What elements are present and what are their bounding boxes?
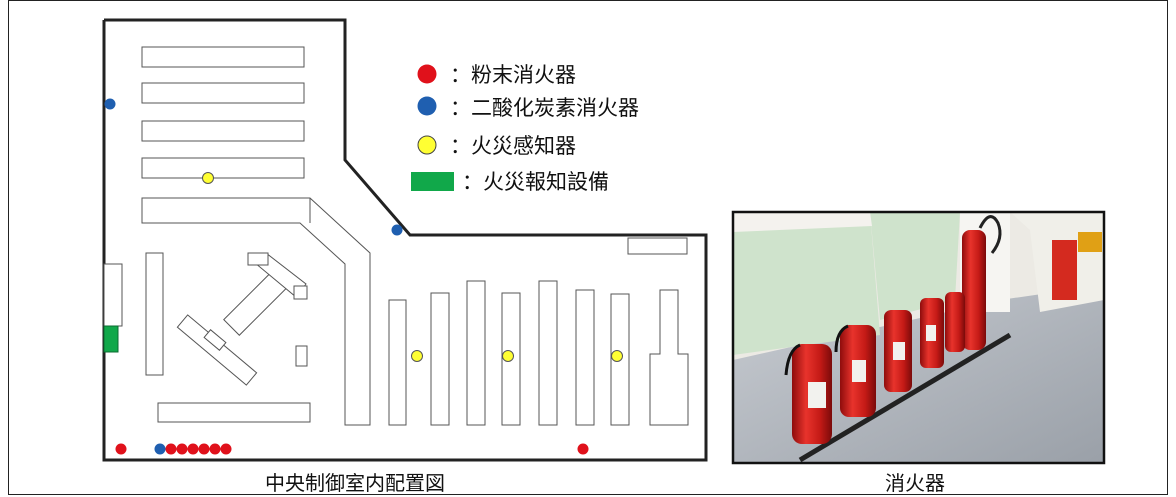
room-outline <box>102 18 708 462</box>
fire-detector-icon <box>611 350 623 362</box>
rotated-consoles <box>176 252 308 386</box>
legend-label-alarm: ：火災報知設備 <box>462 170 609 194</box>
legend-label-powder: ：粉末消火器 <box>450 63 576 87</box>
rack <box>388 299 407 426</box>
legend: ：粉末消火器 ：二酸化炭素消火器 ：火災感知器 ：火災報知設備 <box>411 63 639 194</box>
powder-extinguisher-icon <box>115 443 127 455</box>
rack <box>466 280 486 426</box>
yellow-circle-icon <box>417 135 437 155</box>
powder-extinguisher-icon <box>220 443 232 455</box>
co2-extinguisher-icon <box>154 443 166 455</box>
rack <box>538 280 558 426</box>
console <box>295 345 308 367</box>
fire-detector-icon <box>502 350 514 362</box>
powder-extinguisher-icon <box>198 443 210 455</box>
console <box>293 285 308 300</box>
co2-extinguishers <box>104 98 403 455</box>
co2-extinguisher-icon <box>104 98 116 110</box>
figure-frame <box>8 0 1168 495</box>
wall-panel <box>103 263 123 327</box>
red-circle-icon <box>417 64 437 84</box>
fire-detectors <box>202 172 623 362</box>
blue-circle-icon <box>417 96 437 116</box>
powder-extinguisher-icon <box>577 443 589 455</box>
console <box>157 402 311 423</box>
console <box>141 82 305 104</box>
powder-extinguisher-icon <box>165 443 177 455</box>
powder-extinguishers <box>115 443 589 455</box>
console <box>247 252 269 266</box>
console <box>141 120 305 142</box>
powder-extinguisher-icon <box>176 443 188 455</box>
legend-label-co2: ：二酸化炭素消火器 <box>450 96 639 120</box>
rack <box>430 292 450 426</box>
powder-extinguisher-icon <box>209 443 221 455</box>
consoles-top <box>141 46 305 179</box>
console <box>141 157 305 179</box>
fire-detector-icon <box>411 350 423 362</box>
fire-alarm-panel <box>103 325 119 353</box>
racks <box>388 237 689 426</box>
console <box>203 329 227 351</box>
green-rect-icon <box>411 172 454 191</box>
extinguisher-photo <box>731 210 1106 465</box>
photo-caption: 消火器 <box>885 471 945 495</box>
co2-extinguisher-icon <box>391 224 403 236</box>
cabinet <box>627 237 688 255</box>
fire-detector-icon <box>202 172 214 184</box>
rack <box>649 289 689 426</box>
console-l-shape <box>141 197 371 426</box>
legend-label-detector: ：火災感知器 <box>450 134 576 158</box>
console <box>141 46 305 68</box>
powder-extinguisher-icon <box>187 443 199 455</box>
layout-caption: 中央制御室内配置図 <box>265 471 445 495</box>
console <box>145 252 164 376</box>
rack <box>575 289 595 426</box>
